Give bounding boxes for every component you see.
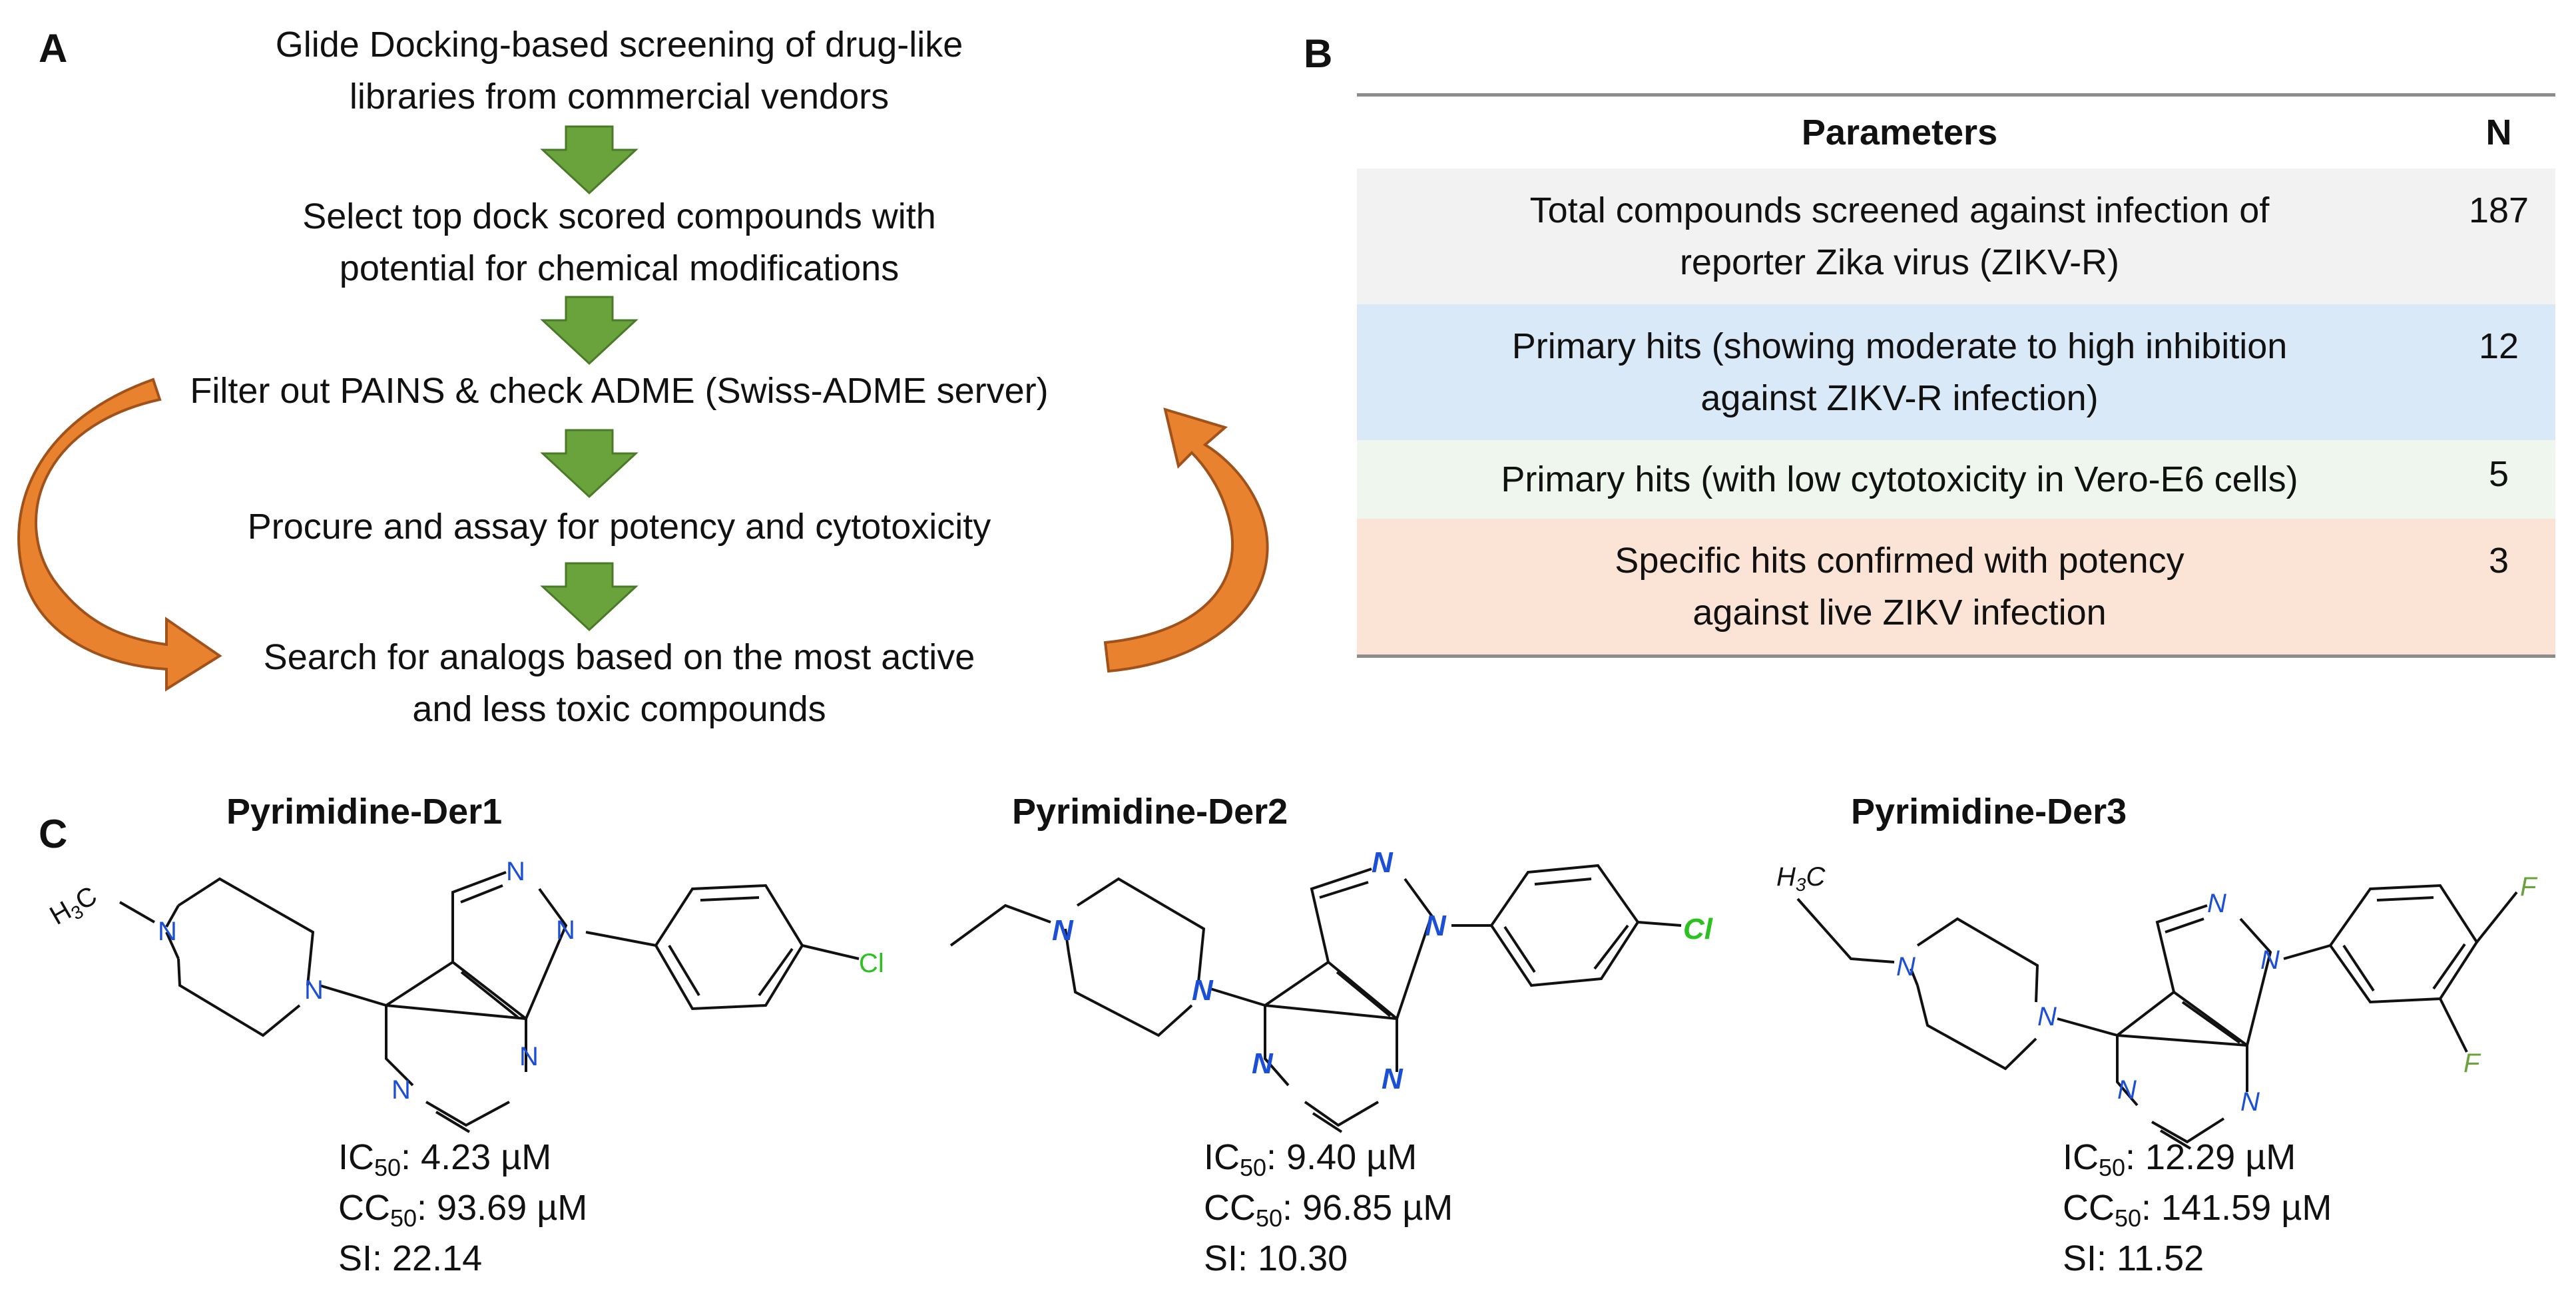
down-arrow-1: [540, 125, 639, 195]
row-count: 3: [2442, 519, 2555, 656]
flow-step-5: Search for analogs based on the most act…: [263, 637, 975, 729]
compound-2-atom-labels: N N N N N N Cl: [1052, 846, 1713, 1095]
si-line: SI: 22.14: [338, 1238, 483, 1278]
compound-1-structure: [119, 871, 860, 1133]
ic50-line: IC50: 9.40 µM: [1204, 1137, 1417, 1181]
flow-step-2: Select top dock scored compounds with po…: [302, 196, 936, 288]
fluorine-1-label: F: [2520, 872, 2538, 902]
methyl-label: H3C: [45, 881, 104, 933]
parameters-table: Parameters N Total compounds screened ag…: [1357, 93, 2555, 658]
nitrogen-atom-label: N: [304, 975, 324, 1005]
down-arrow-4: [540, 562, 639, 632]
nitrogen-atom-label: N: [1192, 974, 1214, 1007]
cc50-line: CC50: 96.85 µM: [1204, 1188, 1453, 1232]
nitrogen-atom-label: N: [519, 1042, 539, 1071]
nitrogen-atom-label: N: [2240, 1087, 2260, 1117]
methyl-label-3: H3C: [1776, 862, 1826, 895]
compound-3-structure: [1796, 884, 2518, 1150]
chlorine-2-label: Cl: [1683, 913, 1713, 945]
header-parameters: Parameters: [1801, 113, 1998, 152]
compound-3-name: Pyrimidine-Der3: [1851, 792, 2127, 832]
down-arrow-3: [540, 429, 639, 499]
compound-1-atom-labels: H3C N N N N N N Cl: [45, 857, 884, 1105]
cc50-line: CC50: 93.69 µM: [338, 1188, 588, 1232]
nitrogen-atom-label: N: [2207, 889, 2226, 918]
nitrogen-atom-label: N: [1052, 914, 1074, 947]
ic50-line: IC50: 12.29 µM: [2063, 1137, 2296, 1181]
nitrogen-atom-label: N: [1252, 1047, 1274, 1080]
flow-step-3: Filter out PAINS & check ADME (Swiss-ADM…: [190, 371, 1049, 411]
compound-1-name: Pyrimidine-Der1: [226, 792, 503, 832]
compound-2-name: Pyrimidine-Der2: [1012, 792, 1288, 832]
compound-2-metrics: IC50: 9.40 µM CC50: 96.85 µM SI: 10.30: [1204, 1132, 1453, 1284]
row-parameter: Primary hits (with low cytotoxicity in V…: [1357, 440, 2442, 519]
compound-2-structure: [949, 864, 1682, 1133]
si-line: SI: 10.30: [1204, 1238, 1348, 1278]
row-count: 12: [2442, 304, 2555, 440]
panel-b-label: B: [1304, 31, 1333, 76]
panel-a-label: A: [39, 26, 68, 71]
row-parameter: Primary hits (showing moderate to high i…: [1357, 304, 2442, 440]
row-count: 5: [2442, 440, 2555, 519]
chlorine-1-label: Cl: [859, 949, 884, 978]
row-parameter: Total compounds screened against infecti…: [1357, 168, 2442, 304]
compound-3-atom-labels: H3C N N N N N N F F: [1776, 862, 2538, 1117]
table-row: Primary hits (showing moderate to high i…: [1357, 304, 2555, 440]
nitrogen-atom-label: N: [1425, 910, 1447, 942]
nitrogen-atom-label: N: [556, 916, 575, 945]
header-n: N: [2485, 113, 2512, 152]
flow-step-4: Procure and assay for potency and cytoto…: [247, 507, 991, 547]
table-row: Primary hits (with low cytotoxicity in V…: [1357, 440, 2555, 519]
table-row: Total compounds screened against infecti…: [1357, 168, 2555, 304]
table-header-row: Parameters N: [1357, 95, 2555, 169]
nitrogen-atom-label: N: [158, 917, 177, 946]
nitrogen-atom-label: N: [1896, 952, 1916, 981]
flow-step-1: Glide Docking-based screening of drug-li…: [275, 25, 963, 117]
compound-3-metrics: IC50: 12.29 µM CC50: 141.59 µM SI: 11.52: [2063, 1132, 2332, 1284]
nitrogen-atom-label: N: [2260, 945, 2280, 975]
nitrogen-atom-label: N: [2037, 1002, 2057, 1031]
nitrogen-atom-label: N: [1372, 846, 1394, 879]
left-curved-arrow: [17, 378, 222, 692]
compound-1-metrics: IC50: 4.23 µM CC50: 93.69 µM SI: 22.14: [338, 1132, 587, 1284]
row-count: 187: [2442, 168, 2555, 304]
right-curved-arrow: [1103, 407, 1269, 673]
nitrogen-atom-label: N: [1382, 1063, 1404, 1095]
down-arrow-2: [540, 296, 639, 366]
nitrogen-atom-label: N: [506, 857, 525, 886]
row-parameter: Specific hits confirmed with potency aga…: [1357, 519, 2442, 656]
table-row: Specific hits confirmed with potency aga…: [1357, 519, 2555, 656]
nitrogen-atom-label: N: [2117, 1075, 2137, 1105]
cc50-line: CC50: 141.59 µM: [2063, 1188, 2332, 1232]
panel-c-label: C: [39, 812, 68, 856]
si-line: SI: 11.52: [2063, 1238, 2204, 1278]
nitrogen-atom-label: N: [391, 1075, 411, 1105]
ic50-line: IC50: 4.23 µM: [338, 1137, 552, 1181]
fluorine-2-label: F: [2463, 1049, 2481, 1078]
